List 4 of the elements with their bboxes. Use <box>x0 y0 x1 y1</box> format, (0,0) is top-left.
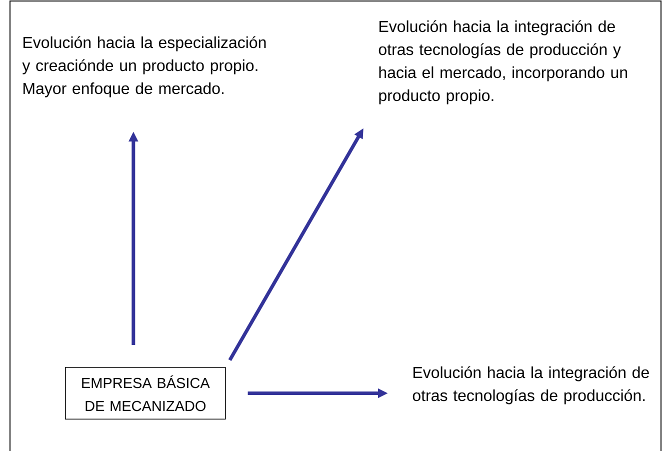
outcome-text: Evolución hacia la integración de otras tecnologías de producción y hacia el mercado, incorporando un producto propio. <box>378 20 628 104</box>
outcome-text: Evolución hacia la integración de otras tecnologías de producción. <box>412 366 649 404</box>
process-box: EMPRESA BÁSICA DE MECANIZADO <box>65 367 226 420</box>
outcome-text: Evolución hacia la especialización y creaciónde un producto propio. Mayor enfoque de mercado. <box>22 36 266 98</box>
